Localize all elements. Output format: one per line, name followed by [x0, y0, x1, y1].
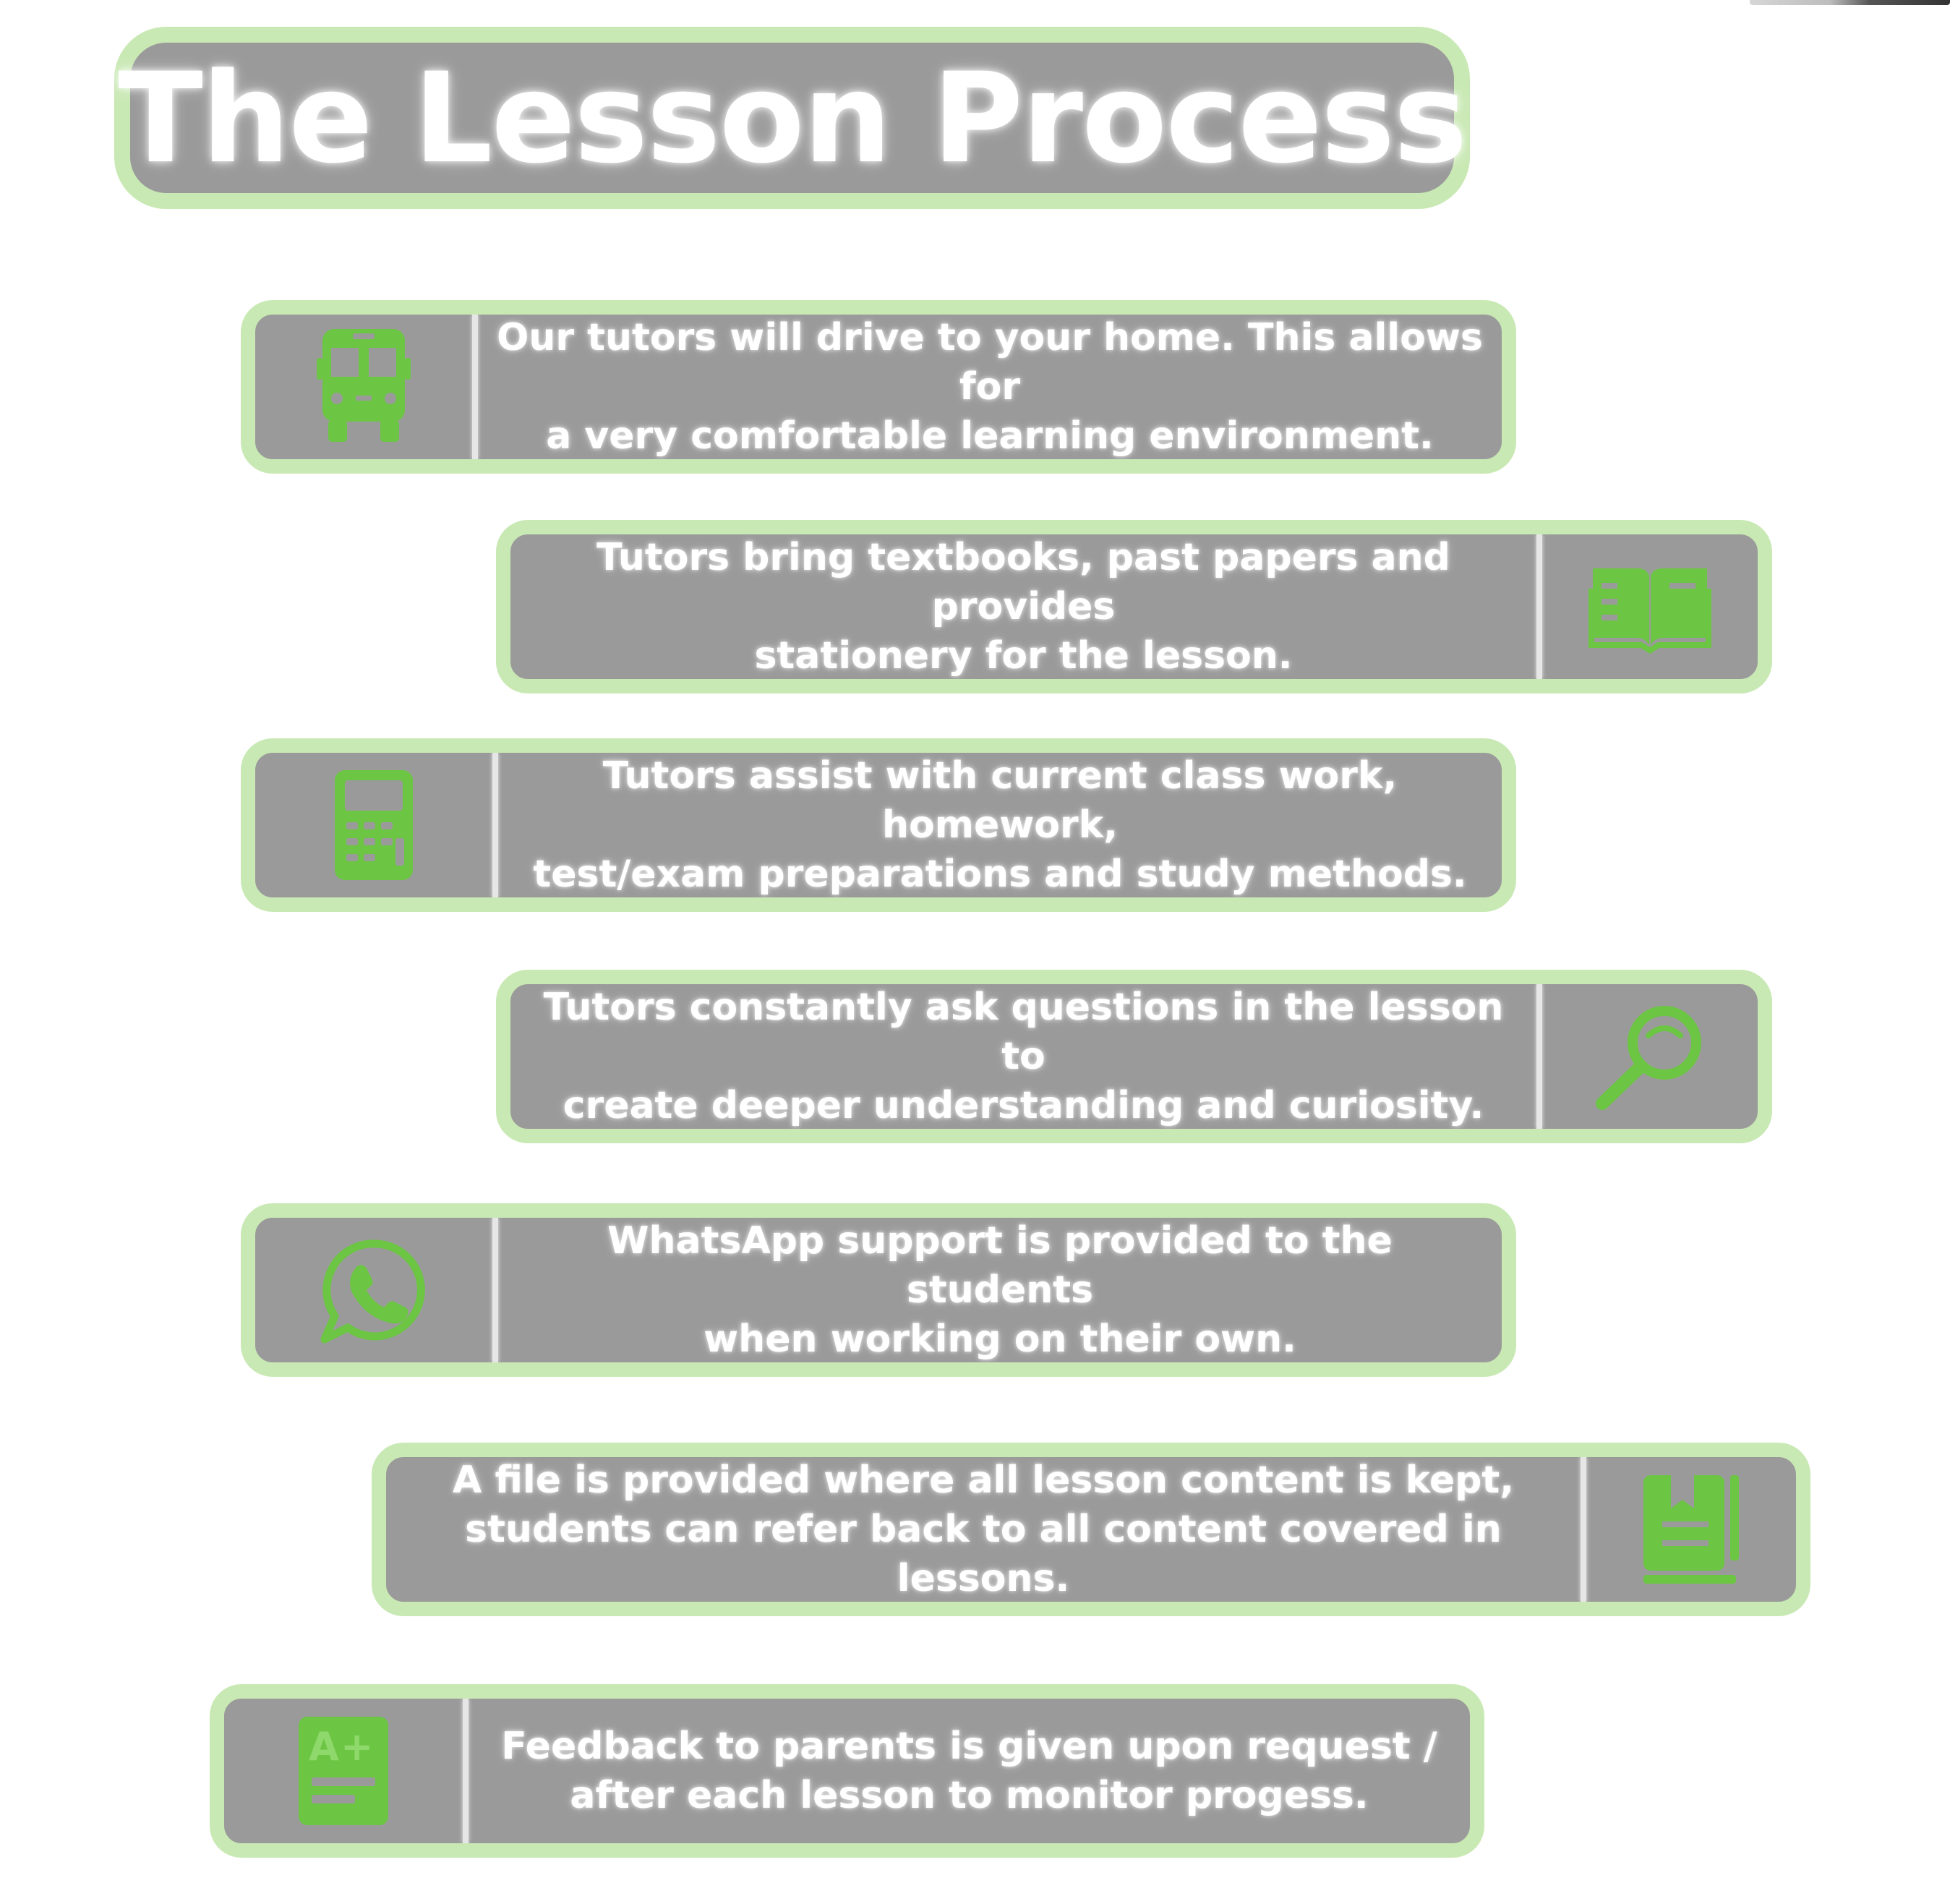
calculator-icon [335, 770, 413, 880]
step-7-icon-cell: A + [224, 1699, 463, 1843]
step-1: Our tutors will drive to your home. This… [241, 300, 1516, 474]
step-5-text: WhatsApp support is provided to the stud… [513, 1218, 1487, 1362]
step-2-text-cell: Tutors bring textbooks, past papers and … [510, 534, 1536, 679]
step-4-divider [1536, 984, 1542, 1129]
svg-text:A: A [309, 1724, 339, 1769]
step-2-divider [1536, 534, 1542, 679]
step-6-icon-cell [1586, 1457, 1796, 1602]
step-6-line-1: A file is provided where all lesson cont… [453, 1459, 1514, 1502]
step-2-icon-cell [1542, 534, 1758, 679]
step-6-text-cell: A file is provided where all lesson cont… [386, 1457, 1581, 1602]
step-4: Tutors constantly ask questions in the l… [496, 970, 1772, 1143]
step-7: A + Feedback to parents is given upon re… [210, 1684, 1484, 1858]
step-7-line-1: Feedback to parents is given upon reques… [501, 1725, 1437, 1768]
bus-icon [317, 329, 411, 445]
step-4-icon-cell [1542, 984, 1758, 1129]
title-banner: The Lesson Process [114, 27, 1470, 209]
step-1-icon-cell [255, 315, 472, 459]
step-3-text: Tutors assist with current class work, h… [513, 753, 1487, 897]
whatsapp-icon [319, 1235, 429, 1345]
step-1-text: Our tutors will drive to your home. This… [492, 315, 1487, 459]
bookmarked-book-icon [1641, 1475, 1742, 1584]
step-2: Tutors bring textbooks, past papers and … [496, 520, 1772, 693]
step-6-text: A file is provided where all lesson cont… [401, 1457, 1566, 1602]
step-3-line-1: Tutors assist with current class work, h… [602, 754, 1398, 847]
svg-text:+: + [341, 1724, 373, 1769]
step-7-text: Feedback to parents is given upon reques… [501, 1722, 1437, 1820]
step-6-divider [1581, 1457, 1586, 1602]
magnifying-glass-icon [1592, 1002, 1708, 1111]
step-1-line-1: Our tutors will drive to your home. This… [497, 316, 1483, 409]
step-3-line-2: test/exam preparations and study methods… [533, 853, 1467, 896]
step-1-divider [472, 315, 478, 459]
step-6-line-2: students can refer back to all content c… [465, 1508, 1502, 1600]
step-1-text-cell: Our tutors will drive to your home. This… [478, 315, 1502, 459]
step-7-line-2: after each lesson to monitor progess. [570, 1774, 1369, 1817]
step-5-line-2: when working on their own. [704, 1318, 1296, 1361]
step-4-line-2: create deeper understanding and curiosit… [563, 1084, 1484, 1127]
step-3: Tutors assist with current class work, h… [241, 738, 1516, 912]
step-4-line-1: Tutors constantly ask questions in the l… [543, 986, 1504, 1078]
step-4-text: Tutors constantly ask questions in the l… [525, 984, 1522, 1129]
step-4-text-cell: Tutors constantly ask questions in the l… [510, 984, 1536, 1129]
graded-paper-icon: A + [299, 1717, 388, 1825]
step-5: WhatsApp support is provided to the stud… [241, 1203, 1516, 1377]
step-5-line-1: WhatsApp support is provided to the stud… [607, 1219, 1393, 1312]
corner-decoration [1750, 0, 1950, 5]
step-5-divider [492, 1218, 498, 1362]
step-1-line-2: a very comfortable learning environment. [546, 414, 1434, 458]
step-2-line-2: stationery for the lesson. [754, 634, 1293, 678]
step-3-divider [492, 753, 498, 897]
open-book-icon [1588, 560, 1711, 654]
step-7-divider [463, 1699, 469, 1843]
step-5-icon-cell [255, 1218, 492, 1362]
step-7-text-cell: Feedback to parents is given upon reques… [469, 1699, 1470, 1843]
step-2-text: Tutors bring textbooks, past papers and … [525, 534, 1522, 679]
step-3-icon-cell [255, 753, 492, 897]
page-title: The Lesson Process [118, 45, 1467, 191]
step-6: A file is provided where all lesson cont… [372, 1443, 1810, 1616]
step-3-text-cell: Tutors assist with current class work, h… [498, 753, 1502, 897]
step-2-line-1: Tutors bring textbooks, past papers and … [596, 536, 1450, 628]
step-5-text-cell: WhatsApp support is provided to the stud… [498, 1218, 1502, 1362]
